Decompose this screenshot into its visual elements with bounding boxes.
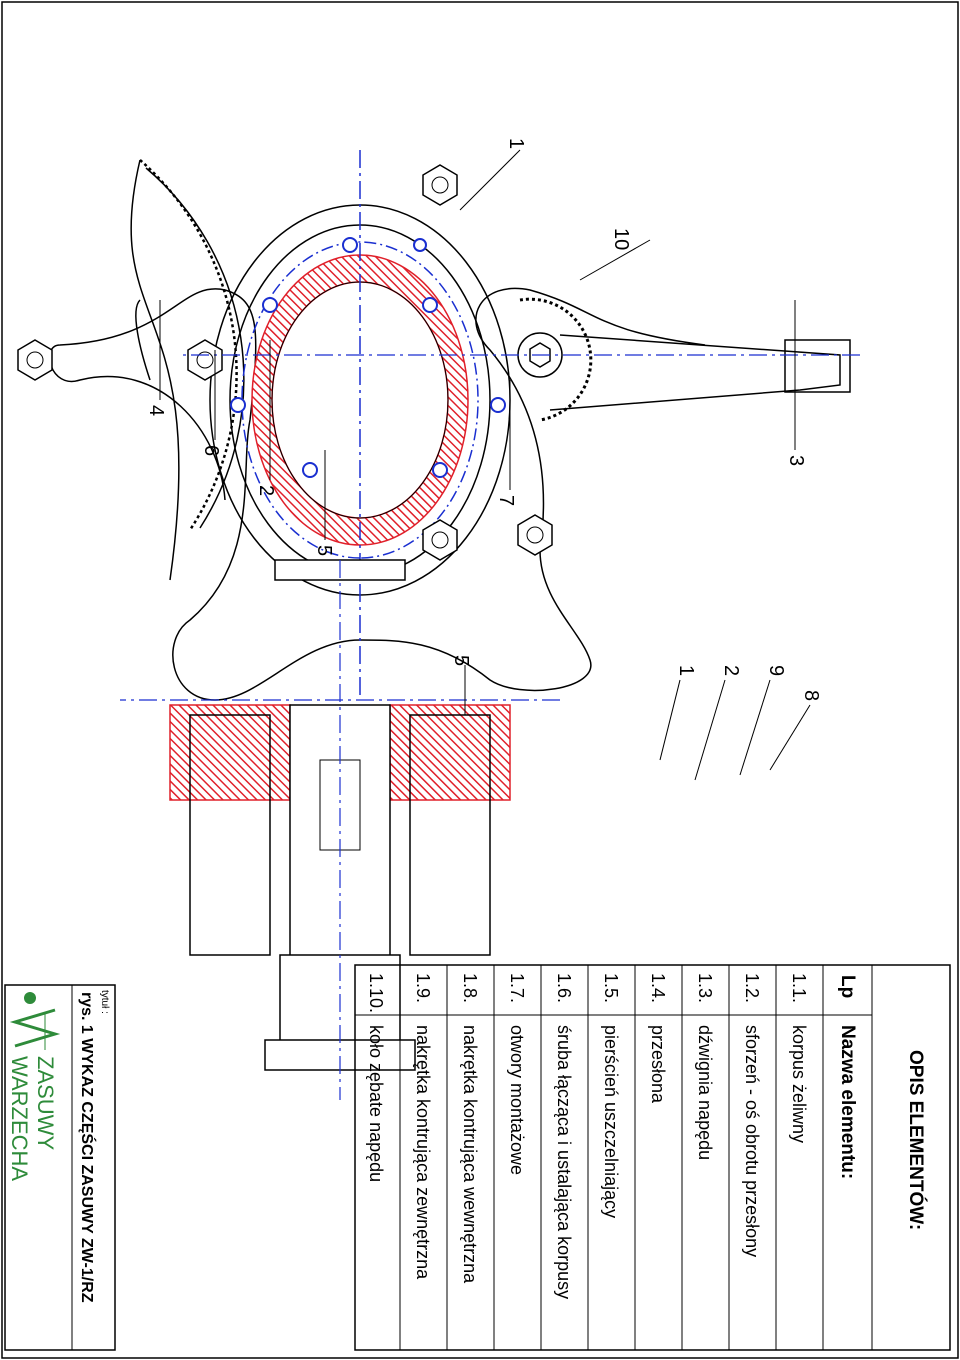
row-lp: 1.6. xyxy=(554,973,574,1003)
callout-9: 9 xyxy=(765,665,787,676)
row-lp: 1.2. xyxy=(742,973,762,1003)
callout-2b: 2 xyxy=(720,665,742,676)
callout-1: 1 xyxy=(505,138,527,149)
col-lp: Lp xyxy=(837,975,858,998)
gear-sector-edge2 xyxy=(135,299,151,381)
row-lp: 1.4. xyxy=(648,973,668,1003)
title-block: tytuł : rys. 1 WYKAZ CZĘŚCI ZASUWY ZW-1/… xyxy=(4,984,116,1351)
row-name: dźwignia napędu xyxy=(695,1025,715,1160)
logo-line2: WARZECHA xyxy=(7,1056,32,1181)
callout-10: 10 xyxy=(610,228,632,250)
row-name: śruba łącząca i ustalająca korpusy xyxy=(554,1025,574,1299)
flange-right xyxy=(189,714,271,956)
leader-2b xyxy=(694,679,726,781)
seal-section-right xyxy=(169,704,291,801)
nut-hole xyxy=(431,531,449,549)
row-lp: 1.3. xyxy=(695,973,715,1003)
callout-7: 7 xyxy=(495,495,517,506)
row-name: koło zębate napędu xyxy=(366,1025,386,1182)
row-name: otwory montażowe xyxy=(507,1025,527,1175)
gear-teeth-arc xyxy=(139,159,238,531)
row-lp: 1.10. xyxy=(366,973,386,1013)
row-name: nakrętka kontrująca wewnętrzna xyxy=(460,1025,480,1284)
seal-section-left xyxy=(389,704,511,801)
bolt-hole xyxy=(490,397,506,413)
bolt-hole xyxy=(262,297,278,313)
pinion-teeth xyxy=(519,297,593,422)
gear-sector-edge xyxy=(130,159,180,581)
col-name: Nazwa elementu: xyxy=(837,1025,858,1179)
nut xyxy=(517,514,553,556)
row-name: przesłona xyxy=(648,1025,668,1104)
callout-1b: 1 xyxy=(675,665,697,676)
logo-mark-icon xyxy=(9,992,61,1050)
table-frame xyxy=(354,964,951,1351)
nut xyxy=(422,164,458,206)
bolt-hole xyxy=(302,462,318,478)
leader-9 xyxy=(739,679,771,776)
callout-8: 8 xyxy=(800,690,822,701)
callout-5b: 5 xyxy=(450,655,472,666)
leader-1 xyxy=(459,149,521,211)
nut xyxy=(422,519,458,561)
drawing-title: rys. 1 WYKAZ CZĘŚCI ZASUWY ZW-1/RZ xyxy=(78,992,97,1303)
leader-1b xyxy=(659,679,681,761)
leader-8 xyxy=(769,704,811,771)
row-lp: 1.7. xyxy=(507,973,527,1003)
row-name: korpus żeliwny xyxy=(789,1025,809,1143)
row-lp: 1.8. xyxy=(460,973,480,1003)
bolt-hole xyxy=(230,397,246,413)
nut-hole xyxy=(196,351,214,369)
front-view: 1 10 3 4 6 2 7 5 xyxy=(17,138,860,701)
row-name: sforzeń - oś obrotu przesłony xyxy=(742,1025,762,1257)
nut xyxy=(17,339,53,381)
bolt-hole xyxy=(422,297,438,313)
row-name: nakrętka kontrująca zewnętrzna xyxy=(413,1025,433,1280)
nut xyxy=(187,339,223,381)
lever-handle xyxy=(784,339,851,393)
callout-6: 6 xyxy=(200,445,222,456)
parts-table: OPIS ELEMENTÓW: Lp Nazwa elementu: 1.1. … xyxy=(354,964,951,1351)
row-lp: 1.1. xyxy=(789,973,809,1003)
bolt-hole xyxy=(342,237,358,253)
title-block-frame xyxy=(4,984,116,1351)
row-lp: 1.9. xyxy=(413,973,433,1003)
callout-4: 4 xyxy=(145,405,167,416)
row-name: pierścień uszczelniający xyxy=(601,1025,621,1218)
table-rows: 1.1. korpus żeliwny 1.2. sforzeń - oś ob… xyxy=(366,973,809,1299)
callout-3: 3 xyxy=(785,455,807,466)
leader-10 xyxy=(579,239,651,281)
logo: ZASUWY WARZECHA xyxy=(7,992,61,1181)
lever xyxy=(549,334,841,411)
callout-2: 2 xyxy=(255,485,277,496)
side-view: 8 9 2 1 5 xyxy=(120,559,822,1100)
body-outline xyxy=(49,287,706,701)
callout-5: 5 xyxy=(313,545,335,556)
logo-line1: ZASUWY xyxy=(33,1056,58,1150)
nut-hole xyxy=(431,176,449,194)
gear-sector xyxy=(145,167,245,529)
bolt-hole xyxy=(413,238,427,252)
nut-hole xyxy=(526,526,544,544)
flange-left xyxy=(409,714,491,956)
row-lp: 1.5. xyxy=(601,973,621,1003)
table-title: OPIS ELEMENTÓW: xyxy=(905,1050,927,1230)
nut-hole xyxy=(26,351,44,369)
title-label: tytuł : xyxy=(99,990,110,1014)
bolt-hole xyxy=(432,462,448,478)
